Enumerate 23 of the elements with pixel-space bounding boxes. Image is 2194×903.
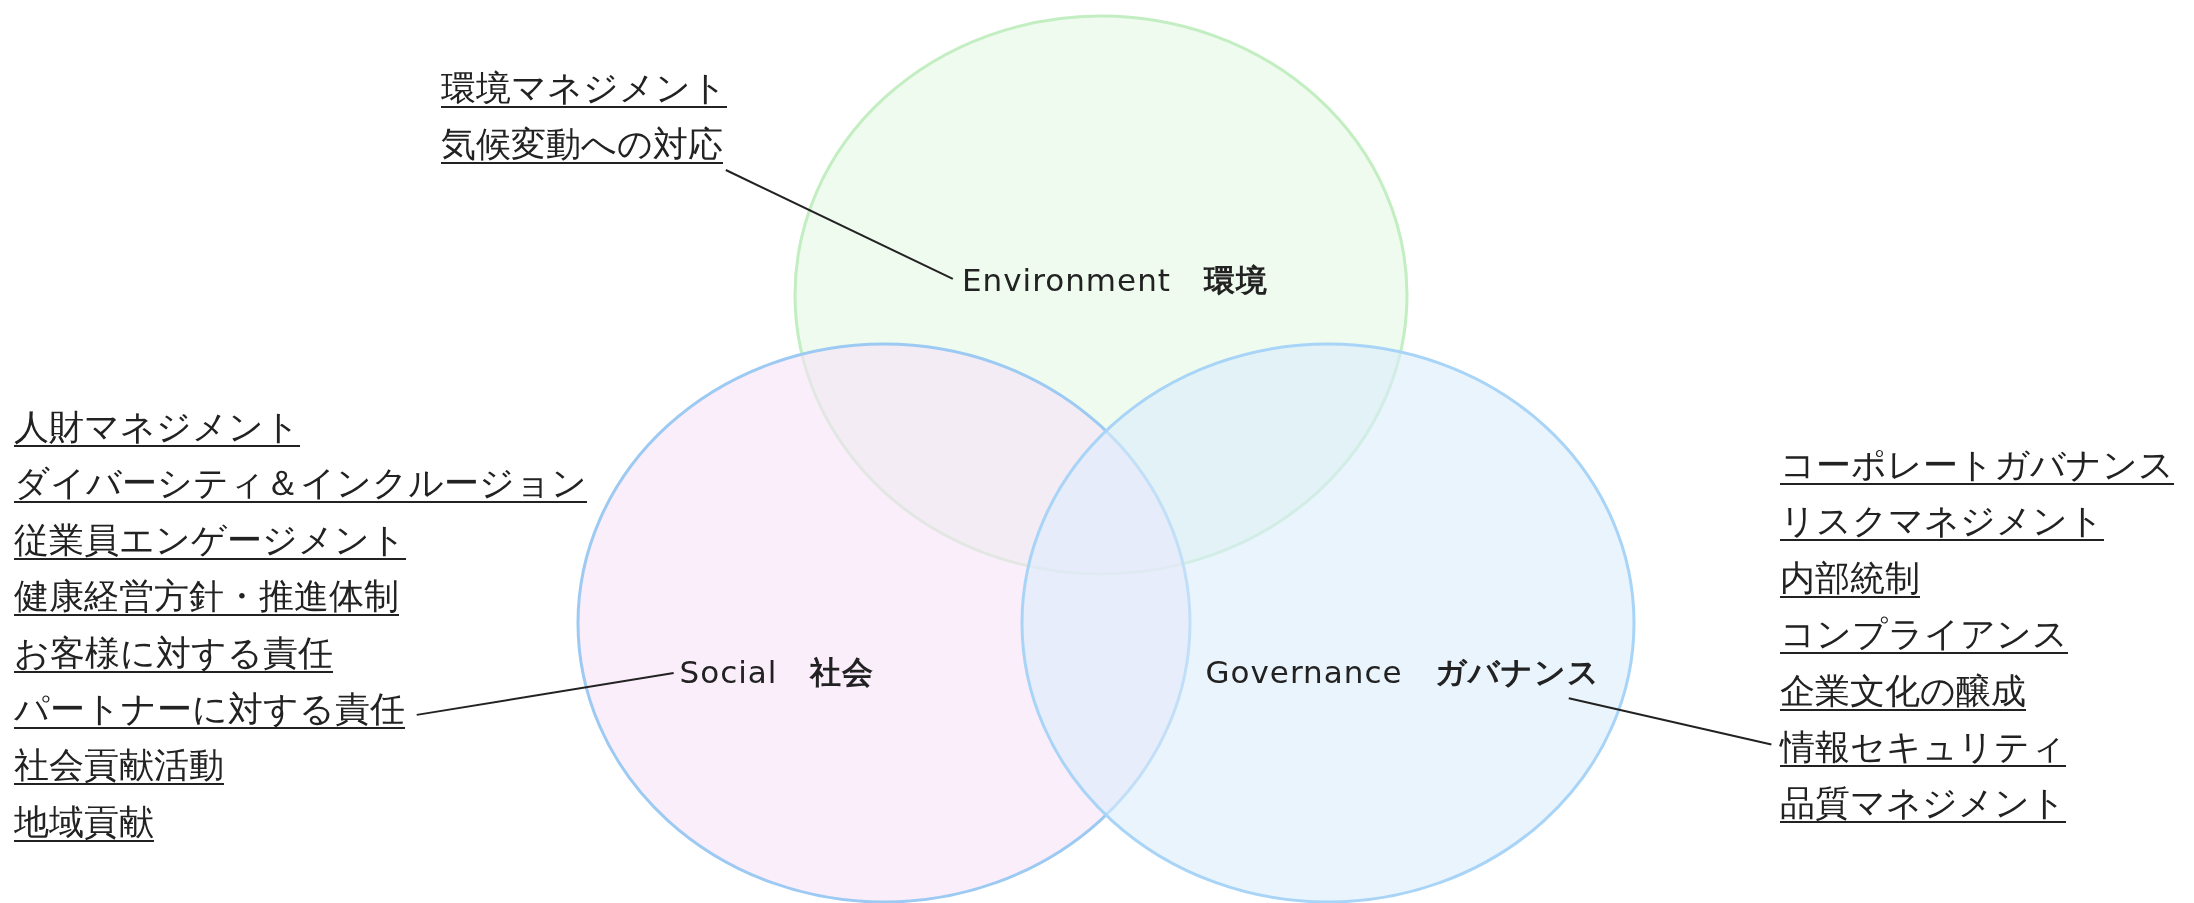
circle-label: Environment 環境: [962, 260, 1268, 302]
link: ダイバーシティ＆インクルージョン: [14, 462, 587, 506]
link: 内部統制: [1780, 556, 1920, 600]
link: お客様に対する責任: [14, 631, 333, 675]
link: 気候変動への対応: [441, 123, 723, 167]
link: 社会貢献活動: [14, 744, 224, 788]
link: コーポレートガバナンス: [1780, 444, 2174, 487]
link: 地域貢献: [14, 800, 154, 844]
leader-line: [415, 672, 675, 716]
leader-line: [724, 169, 954, 280]
circle-label: Social 社会: [679, 652, 875, 694]
link: 従業員エンゲージメント: [14, 518, 406, 562]
link: コンプライアンス: [1780, 613, 2068, 657]
link: 企業文化の醸成: [1780, 669, 2026, 713]
link: パートナーに対する責任: [14, 688, 405, 732]
circle-label: Governance ガバナンス: [1205, 652, 1601, 694]
leader-line: [1567, 697, 1773, 746]
link: 情報セキュリティ: [1780, 726, 2066, 770]
link: リスクマネジメント: [1780, 500, 2104, 544]
link: 品質マネジメント: [1780, 782, 2066, 826]
link: 人財マネジメント: [14, 406, 300, 449]
link: 健康経営方針・推進体制: [14, 575, 399, 619]
link: 環境マネジメント: [441, 67, 727, 110]
